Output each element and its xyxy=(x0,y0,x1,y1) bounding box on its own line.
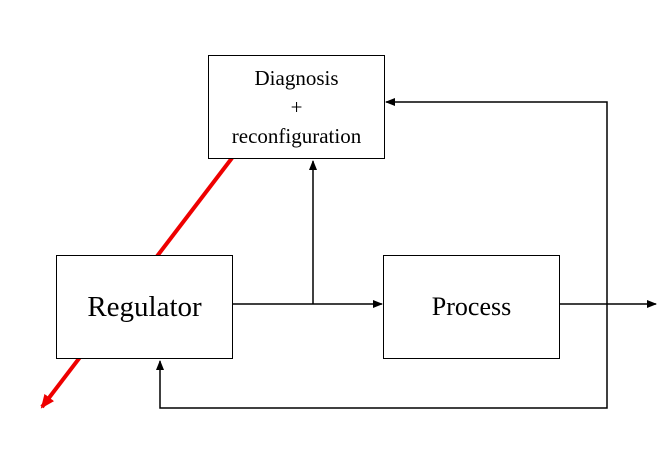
diagnosis-label: Diagnosis xyxy=(254,65,339,90)
diagnosis-reconfiguration-block: Diagnosis + reconfiguration xyxy=(208,55,385,159)
regulator-label: Regulator xyxy=(87,290,202,323)
feedback-to-regulator-arrow xyxy=(156,304,608,409)
plus-label: + xyxy=(290,94,303,119)
reconfiguration-label: reconfiguration xyxy=(231,123,362,148)
feedback-to-diagnosis-arrow xyxy=(385,98,608,304)
regulator-block: Regulator xyxy=(56,255,233,359)
process-label: Process xyxy=(431,292,512,321)
process-block: Process xyxy=(383,255,560,359)
